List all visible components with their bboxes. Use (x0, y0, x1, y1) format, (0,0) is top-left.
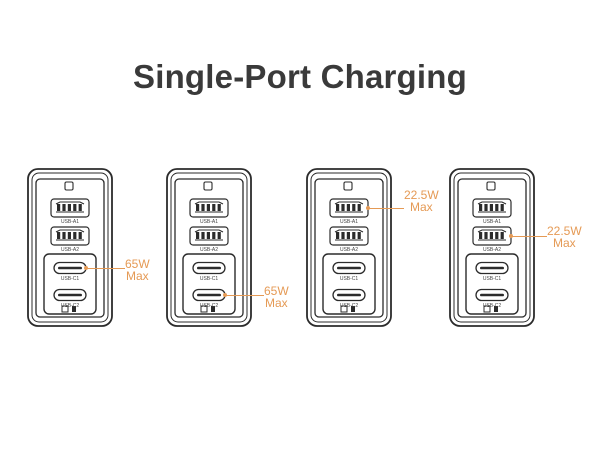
port-label-c1: USB-C1 (60, 276, 80, 282)
callout-line (86, 268, 125, 269)
port-label-c1: USB-C1 (482, 276, 502, 282)
charger-outline (166, 168, 252, 327)
callout-watt: 65W (264, 284, 289, 298)
page-title: Single-Port Charging (133, 58, 467, 95)
charger-outline (449, 168, 535, 327)
port-label-c1: USB-C1 (199, 276, 219, 282)
port-label-c2: USB-C2 (482, 303, 502, 309)
port-label-c2: USB-C2 (60, 303, 80, 309)
callout-watt: 22.5W (404, 188, 439, 202)
port-label-c1: USB-C1 (339, 276, 359, 282)
callout-line (511, 236, 547, 237)
port-label-c2: USB-C2 (199, 303, 219, 309)
port-label-a2: USB-A2 (482, 247, 502, 253)
port-label-a2: USB-A2 (339, 247, 359, 253)
port-label-a2: USB-A2 (60, 247, 80, 253)
usb-c2-port (475, 288, 509, 302)
usb-c1-port (332, 261, 366, 275)
usb-c1-port (475, 261, 509, 275)
callout-max: Max (126, 269, 149, 283)
callout-watt: 22.5W (547, 224, 582, 238)
usb-c1-port (192, 261, 226, 275)
port-label-a2: USB-A2 (199, 247, 219, 253)
callout-max: Max (410, 200, 433, 214)
usb-a2-port (472, 226, 512, 246)
port-label-a1: USB-A1 (199, 219, 219, 225)
port-label-a1: USB-A1 (339, 219, 359, 225)
charger-outline (27, 168, 113, 327)
callout-watt: 65W (125, 257, 150, 271)
usb-a1-port (472, 198, 512, 218)
callout-max: Max (553, 236, 576, 250)
usb-a2-port (329, 226, 369, 246)
callout-line (368, 208, 404, 209)
port-label-a1: USB-A1 (482, 219, 502, 225)
callout-line (225, 295, 264, 296)
usb-a2-port (50, 226, 90, 246)
port-label-a1: USB-A1 (60, 219, 80, 225)
usb-a1-port (189, 198, 229, 218)
port-label-c2: USB-C2 (339, 303, 359, 309)
usb-c2-port (53, 288, 87, 302)
usb-a2-port (189, 226, 229, 246)
usb-c2-port (332, 288, 366, 302)
callout-max: Max (265, 296, 288, 310)
usb-a1-port (50, 198, 90, 218)
